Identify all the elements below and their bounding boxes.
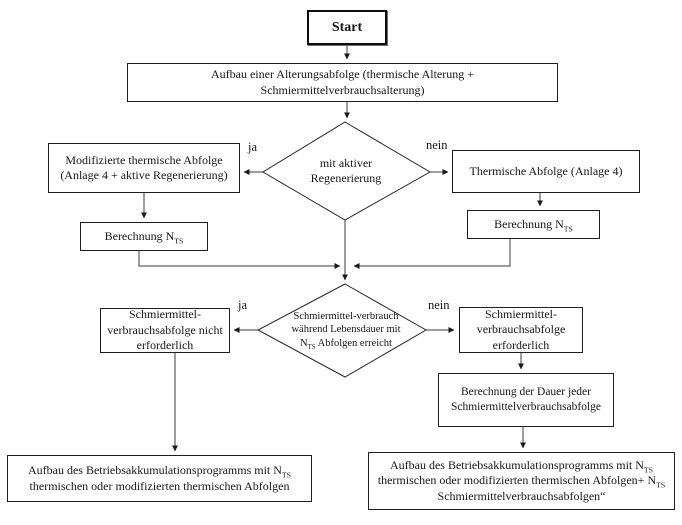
flow-node-modified-thermal: Modifizierte thermische Abfolge (Anlage … [48, 143, 240, 193]
edge-label-d1-nein: nein [426, 138, 448, 152]
flow-node-final-left: Aufbau des Betriebsakkumulationsprogramm… [7, 455, 312, 502]
connector-calcleft-merge [138, 251, 341, 269]
flow-node-final-right-label: Aufbau des Betriebsakkumulationsprogramm… [377, 457, 666, 503]
connector-calcright-merge [353, 239, 511, 269]
flow-node-lubricant-required-label: Schmiermittel-verbrauchsabfolge erforder… [476, 306, 566, 352]
flow-node-calc-nts-left: Berechnung NTS [80, 222, 208, 251]
decision-lubricant-diamond [256, 283, 428, 378]
edge-label-d1-ja: ja [248, 140, 258, 154]
decision-regeneration-label: mit aktiver Regenerierung [310, 156, 382, 185]
flow-node-build-sequence: Aufbau einer Alterungsabfolge (thermisch… [127, 63, 558, 102]
flow-node-calc-nts-right-label: Berechnung NTS [494, 216, 573, 234]
flow-node-calc-duration: Berechnung der Dauer jeder Schmiermittel… [438, 373, 614, 427]
flow-node-modified-thermal-label: Modifizierte thermische Abfolge (Anlage … [60, 152, 228, 182]
decision-regeneration-diamond [262, 121, 432, 221]
flow-node-start: Start [307, 10, 387, 45]
connectors [138, 45, 543, 452]
flow-node-thermal: Thermische Abfolge (Anlage 4) [452, 150, 640, 193]
flow-node-lubricant-not-required: Schmiermittel-verbrauchsabfolge nicht er… [100, 307, 230, 353]
flow-node-thermal-label: Thermische Abfolge (Anlage 4) [469, 163, 623, 178]
flow-node-final-right: Aufbau des Betriebsakkumulationsprogramm… [368, 452, 675, 510]
edge-label-d2-nein: nein [428, 298, 450, 312]
flow-node-calc-duration-label: Berechnung der Dauer jeder Schmiermittel… [450, 386, 602, 413]
edge-label-d2-ja: ja [238, 298, 248, 312]
flow-node-lubricant-not-required-label: Schmiermittel-verbrauchsabfolge nicht er… [107, 307, 223, 353]
flow-node-calc-nts-right: Berechnung NTS [467, 210, 600, 239]
flow-node-lubricant-required: Schmiermittel-verbrauchsabfolge erforder… [459, 307, 583, 353]
flow-node-start-label: Start [331, 19, 363, 35]
flow-node-build-sequence-label: Aufbau einer Alterungsabfolge (thermisch… [210, 67, 475, 97]
flow-node-calc-nts-left-label: Berechnung NTS [104, 228, 184, 246]
flow-node-final-left-label: Aufbau des Betriebsakkumulationsprogramm… [27, 463, 292, 493]
decision-lubricant-label: Schmiermittel-verbrauch während Lebensda… [291, 311, 401, 351]
